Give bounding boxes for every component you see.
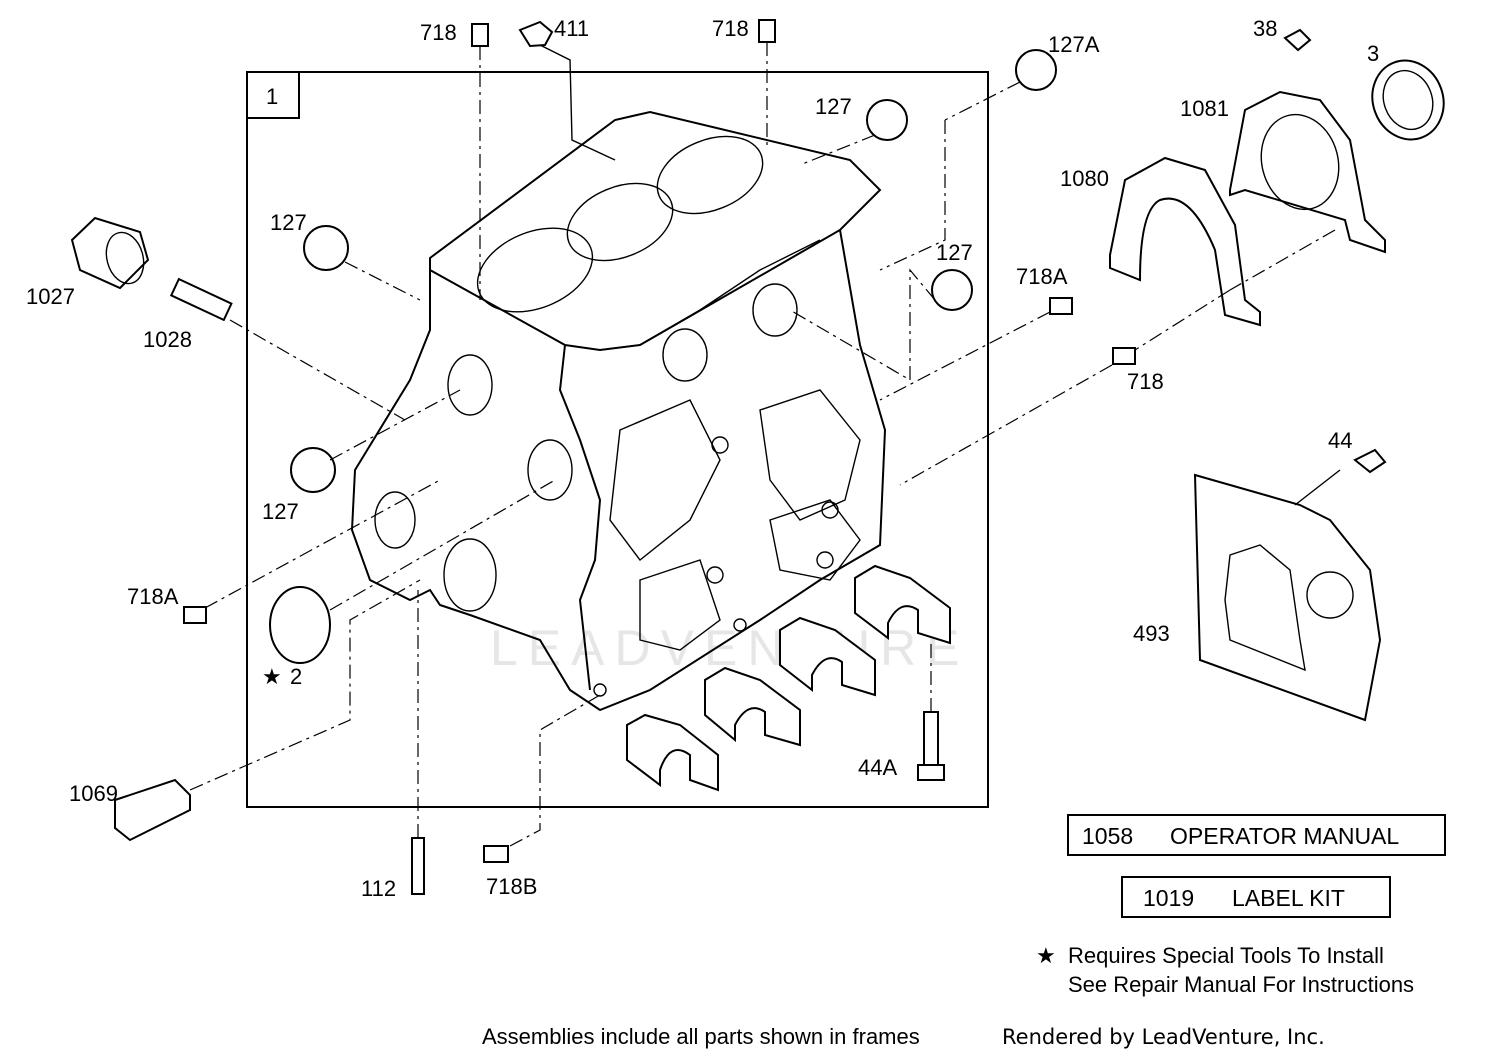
- plate-493: [1193, 473, 1382, 722]
- callout-718: 718: [1127, 369, 1164, 394]
- callout-127: 127: [815, 94, 852, 119]
- callout-718: 718: [420, 20, 457, 45]
- callout-1069: 1069: [69, 781, 118, 806]
- callout-112: 112: [361, 876, 396, 901]
- special-tool-star-icon: ★: [262, 664, 282, 689]
- operator-manual-box: 1058 OPERATOR MANUAL: [1067, 814, 1446, 856]
- callout-38: 38: [1253, 16, 1277, 41]
- callout-1080: 1080: [1060, 166, 1109, 191]
- callout-2: 2: [290, 664, 302, 689]
- leader-lines: [189, 42, 1341, 847]
- oil-filter-1027: [70, 216, 150, 290]
- callout-1081: 1081: [1180, 96, 1229, 121]
- callout-44: 44: [1328, 428, 1352, 453]
- callout-493: 493: [1133, 621, 1170, 646]
- operator-manual-text: OPERATOR MANUAL: [1170, 823, 1399, 849]
- fitting-1028: [169, 277, 233, 322]
- operator-manual-number: 1058: [1082, 823, 1133, 849]
- watermark-text: LEADVENTURE: [490, 620, 970, 676]
- callout-1027: 1027: [26, 284, 75, 309]
- callout-718A: 718A: [127, 584, 179, 609]
- special-tools-note: ★ Requires Special Tools To Install See …: [1036, 943, 1414, 997]
- label-kit-number: 1019: [1143, 885, 1194, 911]
- oil-seal-3: [1371, 59, 1445, 141]
- callout-127A: 127A: [1048, 32, 1100, 57]
- callout-127: 127: [270, 210, 307, 235]
- callout-411: 411: [554, 16, 589, 41]
- assemblies-footer: Assemblies include all parts shown in fr…: [482, 1024, 920, 1049]
- callout-1028: 1028: [143, 327, 192, 352]
- seal-housing-1081: [1229, 90, 1386, 254]
- label-kit-box: 1019 LABEL KIT: [1121, 876, 1391, 918]
- engine-block: [350, 110, 887, 712]
- callout-44A: 44A: [858, 755, 897, 780]
- callout-127: 127: [936, 240, 973, 265]
- callout-labels: 718 411 718 127A 38 3 127 1081 1080 127 …: [26, 16, 1379, 901]
- small-parts: [114, 19, 1387, 895]
- gasket-1080: [1109, 156, 1261, 327]
- seal-2: [269, 586, 331, 664]
- frame-number-label: 1: [266, 84, 278, 109]
- note-line-1: Requires Special Tools To Install: [1068, 943, 1384, 968]
- rendered-by-footer: Rendered by LeadVenture, Inc.: [1002, 1025, 1325, 1049]
- label-kit-text: LABEL KIT: [1232, 885, 1345, 911]
- note-line-2: See Repair Manual For Instructions: [1068, 972, 1414, 997]
- callout-127: 127: [262, 499, 299, 524]
- assembly-frame: 1: [246, 71, 989, 808]
- callout-718B: 718B: [486, 874, 537, 899]
- star-icon: ★: [1036, 943, 1056, 968]
- callout-718A: 718A: [1016, 264, 1068, 289]
- bearing-caps: [626, 564, 951, 792]
- callout-718: 718: [712, 16, 749, 41]
- callout-3: 3: [1367, 41, 1379, 66]
